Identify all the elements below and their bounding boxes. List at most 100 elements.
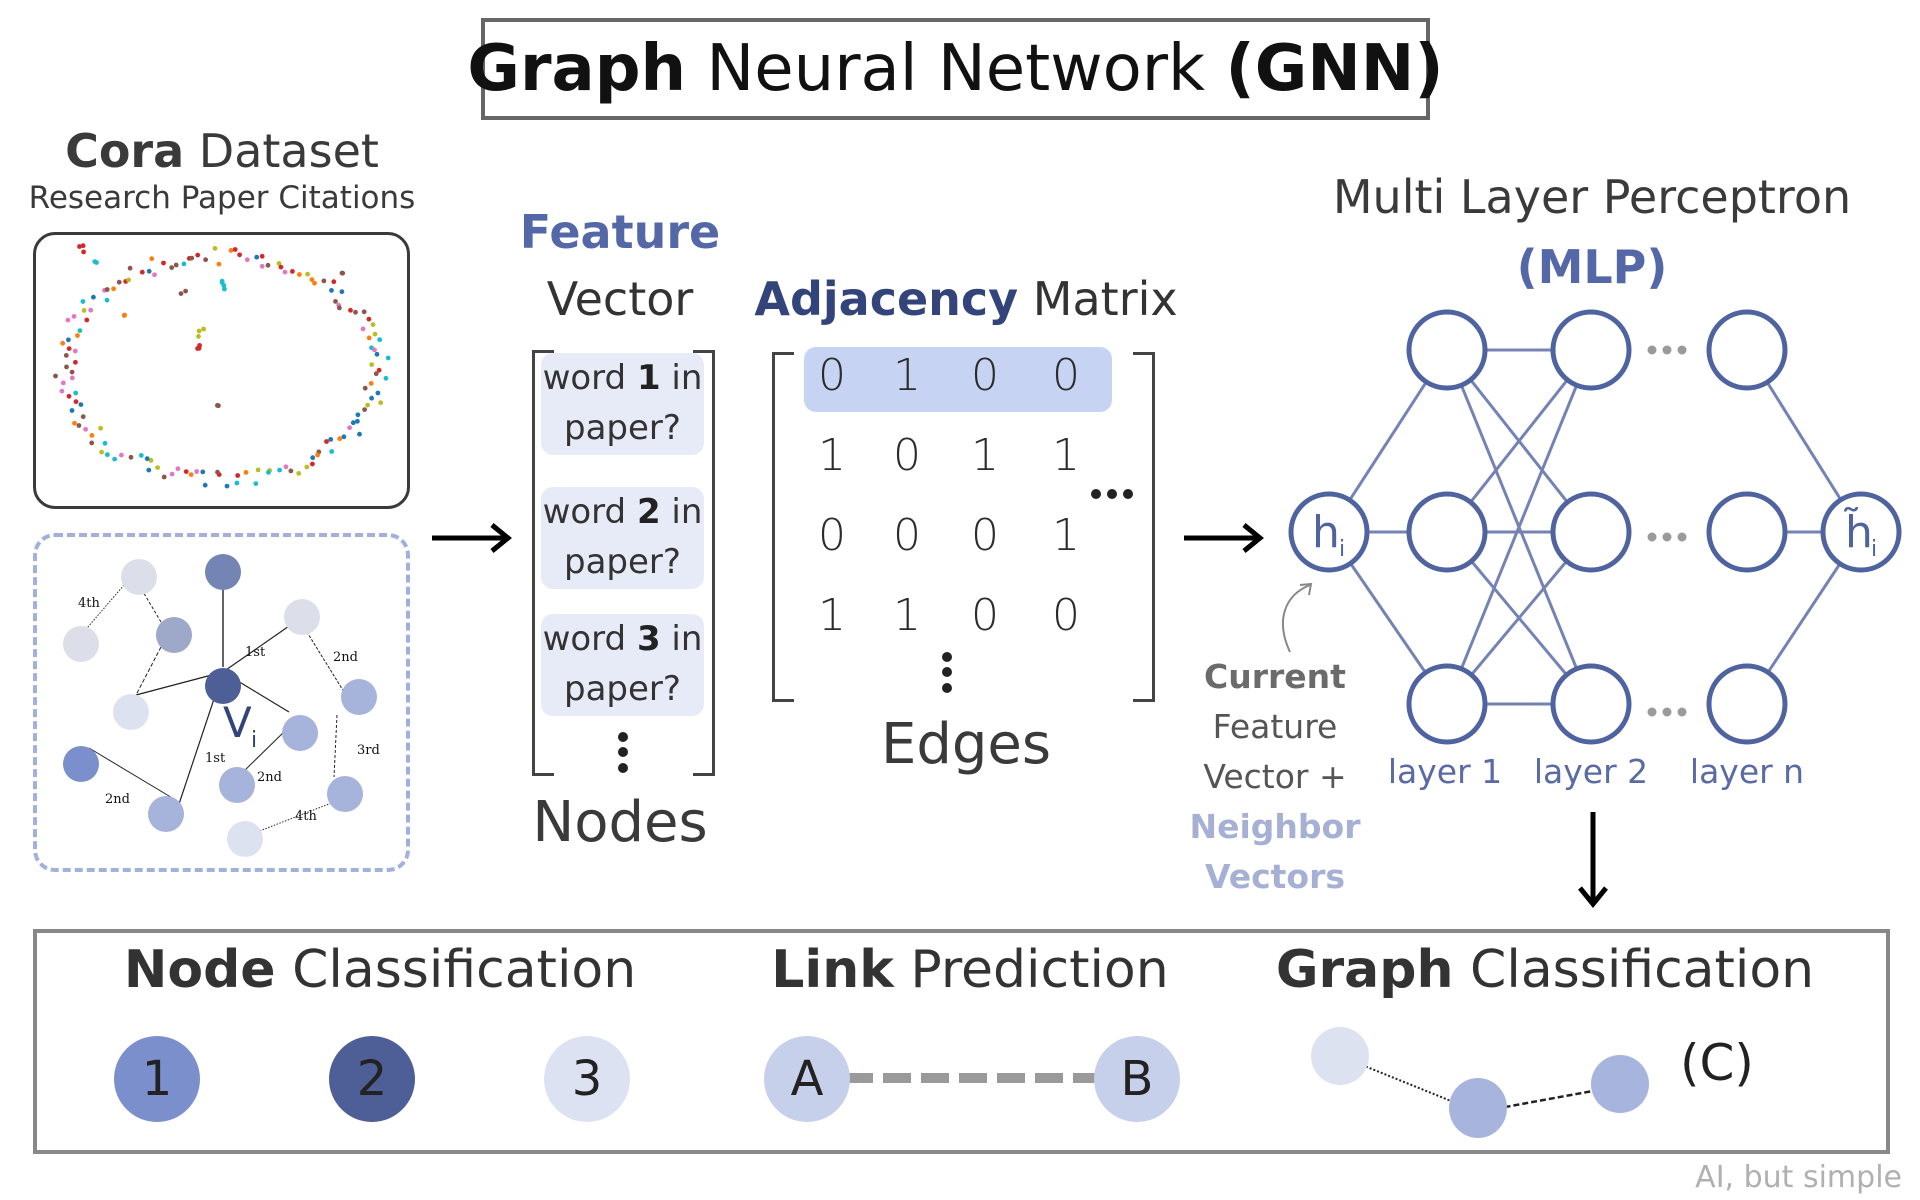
scatter-point <box>60 340 66 346</box>
mlp-hidden-node <box>1406 663 1488 745</box>
mlp-hidden-node <box>1406 491 1488 573</box>
vertical-ellipsis-icon <box>618 732 628 773</box>
matrix-cell: 0 <box>1052 590 1080 641</box>
scatter-point <box>80 243 86 249</box>
scatter-point <box>254 254 260 260</box>
mlp-hidden-node <box>1550 309 1632 391</box>
feature-cell-number: 2 <box>636 492 661 532</box>
scatter-point <box>64 364 69 370</box>
scatter-point <box>200 469 206 475</box>
scatter-point <box>383 375 389 381</box>
scatter-point <box>337 436 343 442</box>
scatter-point <box>178 291 184 296</box>
graph-node <box>284 599 320 635</box>
title-regular: Neural Network <box>686 32 1226 106</box>
arrow-down-icon <box>1578 812 1608 908</box>
scatter-point <box>310 455 316 461</box>
scatter-point <box>77 328 83 333</box>
cora-title-bold: Cora <box>65 124 185 178</box>
scatter-point <box>78 402 84 407</box>
graph-node <box>227 821 263 857</box>
curved-arrow-icon <box>1281 584 1311 653</box>
scatter-point <box>329 449 335 454</box>
scatter-point <box>368 381 374 386</box>
task-title-regular: Prediction <box>893 940 1169 1000</box>
scatter-point <box>69 408 75 413</box>
scatter-point <box>111 286 116 292</box>
scatter-point <box>119 452 124 458</box>
matrix-cell: 1 <box>893 350 921 401</box>
scatter-point <box>202 482 208 488</box>
feature-cell-number: 1 <box>636 358 661 398</box>
scatter-point <box>282 269 288 275</box>
feature-vector <box>532 350 715 776</box>
task-title-bold: Link <box>771 940 894 1000</box>
matrix-cell: 0 <box>971 510 999 561</box>
scatter-point <box>169 471 175 477</box>
graph-edge <box>80 584 125 636</box>
graph-node-center <box>205 668 241 704</box>
scatter-point <box>128 454 134 460</box>
graph-node <box>156 617 192 653</box>
arrow-right-icon <box>432 523 512 553</box>
scatter-point <box>321 278 327 284</box>
scatter-point <box>376 367 382 373</box>
matrix-cell: 0 <box>818 510 846 561</box>
scatter-point <box>183 469 189 474</box>
scatter-point <box>369 362 375 367</box>
scatter-point <box>235 473 241 478</box>
mlp-hidden-node <box>1550 491 1632 573</box>
scatter-point <box>127 265 133 271</box>
scatter-point <box>73 359 78 365</box>
scatter-point <box>161 260 166 266</box>
output-node-label: h̃ <box>1843 505 1873 558</box>
feature-cell-text: word <box>542 619 637 659</box>
edge-label: 1st <box>245 645 266 660</box>
matrix-cell: 0 <box>893 510 921 561</box>
edge-label: 4th <box>78 596 100 611</box>
scatter-point <box>348 307 353 313</box>
title-bold: Graph <box>467 32 687 106</box>
scatter-point <box>88 307 94 313</box>
scatter-point <box>375 390 381 396</box>
scatter-point <box>84 317 90 323</box>
scatter-point <box>216 261 222 267</box>
edge-label: 2nd <box>257 770 282 785</box>
annotation-current: Current <box>1204 657 1346 696</box>
feature-cell-text: in <box>660 492 703 532</box>
graph-node <box>282 715 318 751</box>
scatter-point <box>377 337 383 343</box>
scatter-point <box>71 314 77 319</box>
scatter-point <box>365 402 370 408</box>
scatter-point <box>73 390 79 396</box>
scatter-point <box>305 271 310 277</box>
matrix-cell: 1 <box>971 430 999 481</box>
scatter-point <box>350 420 356 426</box>
horizontal-ellipsis-icon <box>1091 489 1133 499</box>
scatter-point <box>296 471 302 476</box>
graph-node <box>341 679 377 715</box>
scatter-point <box>188 472 194 477</box>
graph-node <box>1591 1055 1649 1113</box>
scatter-point <box>304 464 310 470</box>
scatter-point <box>228 248 234 253</box>
graph-node <box>63 626 99 662</box>
scatter-point <box>234 480 240 486</box>
neighborhood-graph-panel: 4th 1st 2nd 1st 2nd 3rd 2nd 4th V i <box>33 533 410 872</box>
task-title-bold: Graph <box>1275 940 1454 1000</box>
scatter-point <box>212 246 218 251</box>
mlp-network: h i h̃ i <box>1281 309 1902 745</box>
annotation-text: Vector + <box>1203 757 1347 796</box>
left-bracket <box>772 352 794 702</box>
mlp-abbreviation: (MLP) <box>1516 240 1668 294</box>
neighborhood-graph: 4th 1st 2nd 1st 2nd 3rd 2nd 4th V i <box>63 554 380 857</box>
scatter-point <box>369 395 374 401</box>
graph-edge <box>333 714 338 778</box>
feature-cell-text: paper? <box>564 669 681 709</box>
graph-node <box>148 796 184 832</box>
cora-scatter-panel <box>33 202 410 509</box>
scatter-point <box>69 375 75 381</box>
scatter-point <box>339 289 345 295</box>
